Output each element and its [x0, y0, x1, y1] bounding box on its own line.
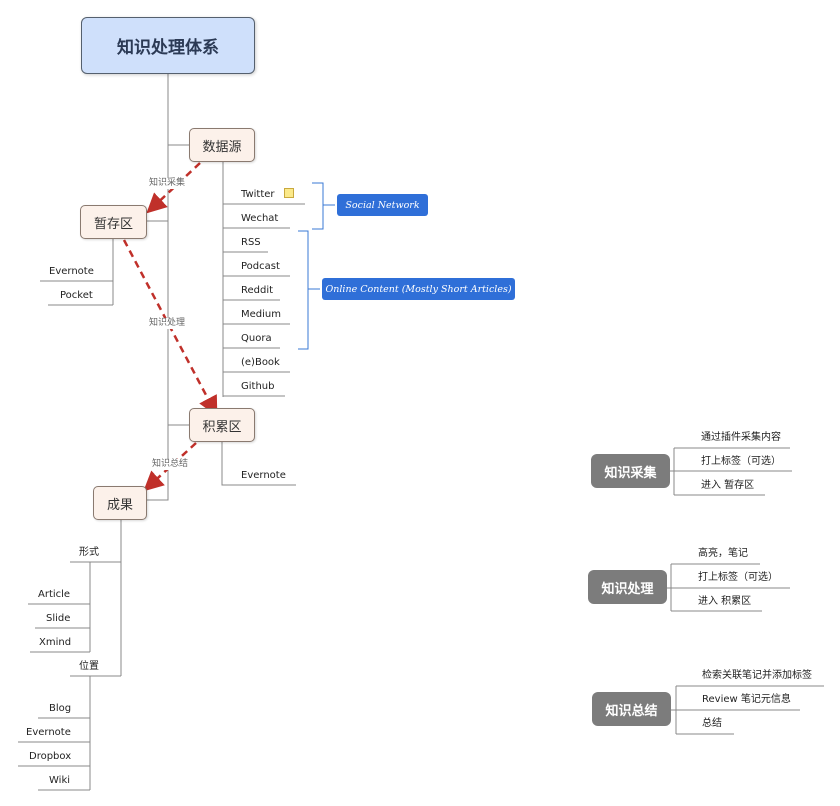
root-topic[interactable]: 知识处理体系 — [81, 17, 255, 74]
leaf-accumulate-evernote[interactable]: Evernote — [241, 470, 286, 481]
legend-collect-item[interactable]: 打上标签（可选） — [701, 456, 781, 467]
note-icon[interactable] — [284, 188, 294, 198]
social-bracket — [312, 182, 324, 230]
legend-collect-item[interactable]: 进入 暂存区 — [701, 480, 755, 491]
legend-summarize-item[interactable]: 总结 — [702, 718, 722, 729]
legend-topic-summarize[interactable]: 知识总结 — [592, 692, 671, 726]
legend-process-item[interactable]: 高亮，笔记 — [698, 548, 748, 559]
leaf-wiki[interactable]: Wiki — [49, 775, 71, 786]
leaf-xmind[interactable]: Xmind — [39, 637, 72, 648]
leaf-result-evernote[interactable]: Evernote — [26, 727, 71, 738]
legend-topic-process[interactable]: 知识处理 — [588, 570, 667, 604]
legend-process-item[interactable]: 进入 积累区 — [698, 596, 752, 607]
leaf-podcast[interactable]: Podcast — [241, 261, 280, 272]
leaf-reddit[interactable]: Reddit — [241, 285, 274, 296]
topic-accumulate[interactable]: 积累区 — [189, 408, 255, 442]
leaf-ebook[interactable]: (e)Book — [241, 357, 280, 368]
leaf-slide[interactable]: Slide — [46, 613, 71, 624]
legend-summarize-item[interactable]: Review 笔记元信息 — [702, 694, 791, 705]
legend-process-item[interactable]: 打上标签（可选） — [698, 572, 778, 583]
legend-topic-collect[interactable]: 知识采集 — [591, 454, 670, 488]
relationship-label-process: 知识处理 — [148, 318, 187, 329]
topic-result[interactable]: 成果 — [93, 486, 147, 520]
leaf-blog[interactable]: Blog — [49, 703, 72, 714]
leaf-dropbox[interactable]: Dropbox — [29, 751, 72, 762]
leaf-article[interactable]: Article — [38, 589, 71, 600]
relationship-label-collect: 知识采集 — [148, 178, 187, 189]
leaf-twitter[interactable]: Twitter — [241, 189, 275, 200]
leaf-medium[interactable]: Medium — [241, 309, 281, 320]
trunk-line — [147, 74, 169, 501]
legend-summarize-item[interactable]: 检索关联笔记并添加标签 — [702, 670, 812, 681]
topic-datasource[interactable]: 数据源 — [189, 128, 255, 162]
leaf-github[interactable]: Github — [241, 381, 275, 392]
group-label-social[interactable]: Social Network — [337, 194, 428, 216]
leaf-wechat[interactable]: Wechat — [241, 213, 279, 224]
topic-staging[interactable]: 暂存区 — [80, 205, 147, 239]
leaf-rss[interactable]: RSS — [241, 237, 261, 248]
leaf-quora[interactable]: Quora — [241, 333, 272, 344]
result-form-label[interactable]: 形式 — [79, 547, 99, 558]
online-bracket — [298, 230, 309, 350]
leaf-staging-evernote[interactable]: Evernote — [49, 266, 94, 277]
legend-collect-item[interactable]: 通过插件采集内容 — [701, 432, 781, 443]
relationship-label-summarize: 知识总结 — [151, 459, 190, 470]
result-location-label[interactable]: 位置 — [79, 661, 99, 672]
group-label-online[interactable]: Online Content (Mostly Short Articles) — [322, 278, 515, 300]
leaf-staging-pocket[interactable]: Pocket — [60, 290, 93, 301]
